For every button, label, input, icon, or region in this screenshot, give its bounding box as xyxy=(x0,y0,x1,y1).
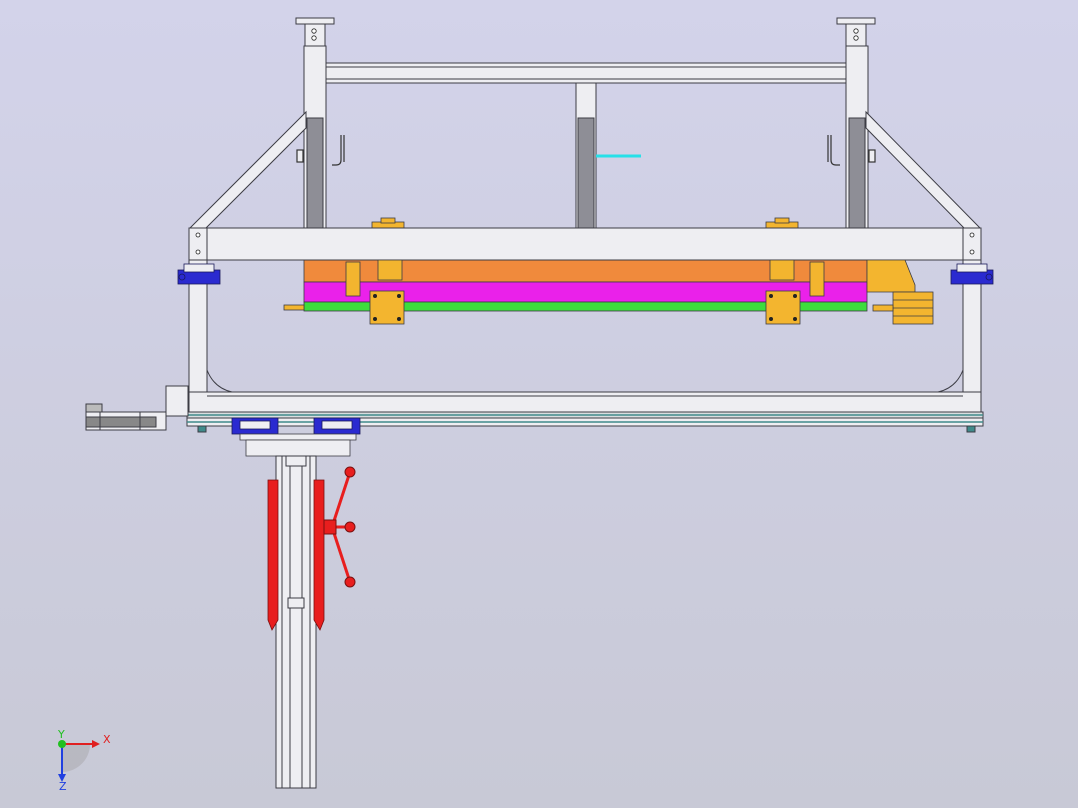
post-bolts xyxy=(311,28,859,41)
yellow-brackets-top xyxy=(371,217,799,231)
clamp-plate-bolts xyxy=(373,294,797,321)
left-post-cap xyxy=(295,17,335,25)
hooks xyxy=(296,135,876,166)
y-axis-dot xyxy=(58,740,66,748)
red-guides xyxy=(267,479,325,631)
blue-corner-clamps xyxy=(177,263,994,285)
blue-carriage xyxy=(231,417,361,457)
top-beam xyxy=(325,62,847,84)
y-axis-label: Y xyxy=(57,728,65,741)
right-post-head xyxy=(845,23,867,47)
z-axis-label: Z xyxy=(59,780,67,793)
right-post-cap xyxy=(836,17,876,25)
diagonal-braces xyxy=(188,110,982,229)
servo-motor xyxy=(85,385,189,431)
main-beam-bolts xyxy=(195,232,975,255)
main-beam xyxy=(188,227,982,261)
lower-frame xyxy=(186,259,984,433)
left-post-head xyxy=(304,23,326,47)
right-post-dark xyxy=(848,117,866,231)
colored-rails xyxy=(283,259,868,312)
x-axis-label: X xyxy=(103,733,111,746)
top-frame xyxy=(295,17,876,231)
red-handwheel[interactable] xyxy=(323,466,356,588)
coordinate-triad: X Y Z xyxy=(57,728,111,793)
left-post-dark xyxy=(306,117,324,231)
vertical-column xyxy=(275,455,317,789)
